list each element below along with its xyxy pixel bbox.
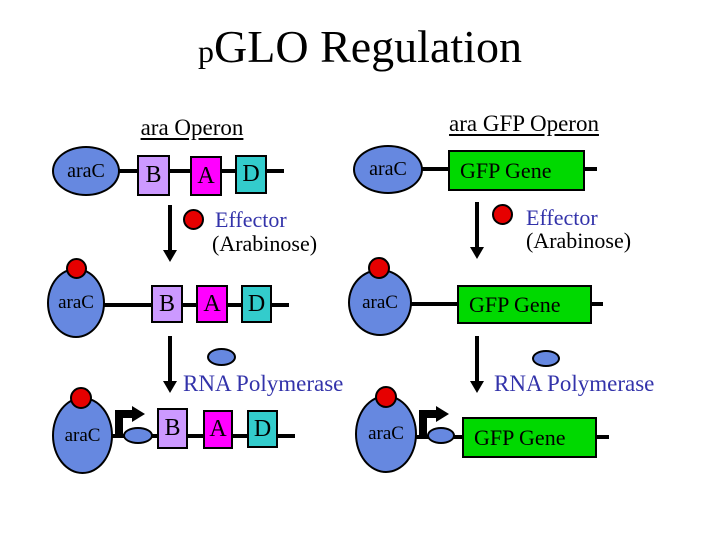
transcription-start-arrow-icon (419, 406, 449, 436)
gene-box-d: D (235, 155, 267, 194)
arabinose-label: (Arabinose) (526, 228, 632, 253)
rna-polymerase-label: RNA Polymerase (183, 371, 344, 396)
dna-line (583, 167, 597, 171)
gfp-gene-box: GFP Gene (457, 285, 592, 324)
ara-gfp-operon-heading: ara GFP Operon (449, 111, 599, 136)
dna-line (419, 167, 450, 171)
gene-box-b: B (137, 155, 170, 196)
down-arrow-icon (163, 336, 177, 393)
down-arrow-icon (163, 205, 177, 262)
gene-box-a: A (203, 410, 233, 449)
gfp-gene-box: GFP Gene (462, 417, 597, 458)
gene-box-d: D (247, 410, 278, 448)
gfp-gene-box: GFP Gene (448, 150, 585, 191)
effector-label: Effector (526, 205, 598, 230)
down-arrow-icon (470, 202, 484, 259)
ara-operon-heading: ara Operon (140, 115, 244, 140)
bound-effector-icon (70, 387, 92, 409)
effector-label: Effector (215, 207, 287, 232)
transcription-start-arrow-icon (115, 406, 145, 436)
dna-line (220, 169, 237, 173)
dna-line (100, 303, 153, 307)
page-title: pGLO Regulation (0, 24, 720, 70)
rna-polymerase-icon (123, 427, 153, 444)
dna-line (595, 435, 609, 439)
rna-polymerase-icon (207, 348, 236, 366)
dna-line (186, 434, 205, 438)
gene-box-a: A (190, 156, 222, 196)
bound-effector-icon (368, 257, 390, 279)
dna-line (115, 169, 140, 173)
dna-line (265, 169, 284, 173)
dna-line (168, 169, 192, 173)
dna-line (181, 303, 199, 307)
dna-line (271, 303, 289, 307)
rna-polymerase-icon (427, 427, 455, 444)
rna-polymerase-label: RNA Polymerase (494, 371, 655, 396)
dna-line (589, 302, 603, 306)
arabinose-label: (Arabinose) (212, 231, 318, 256)
effector-molecule-icon (183, 209, 204, 230)
arac-protein-ellipse: araC (355, 395, 417, 473)
arac-protein-ellipse: araC (348, 269, 412, 336)
title-main-text: GLO Regulation (214, 21, 522, 72)
arac-protein-ellipse: araC (52, 146, 120, 196)
title-subscript-p: p (198, 33, 215, 69)
dna-line (231, 434, 249, 438)
gene-box-b: B (151, 285, 183, 323)
bound-effector-icon (66, 258, 87, 279)
arac-protein-ellipse: araC (353, 145, 423, 194)
gene-box-d: D (241, 285, 272, 323)
dna-line (408, 302, 459, 306)
gene-box-a: A (196, 285, 228, 323)
dna-line (226, 303, 244, 307)
gene-box-b: B (157, 408, 188, 449)
rna-polymerase-icon (532, 350, 560, 367)
bound-effector-icon (375, 386, 397, 408)
down-arrow-icon (470, 336, 484, 393)
dna-line (276, 434, 295, 438)
effector-molecule-icon (492, 204, 513, 225)
